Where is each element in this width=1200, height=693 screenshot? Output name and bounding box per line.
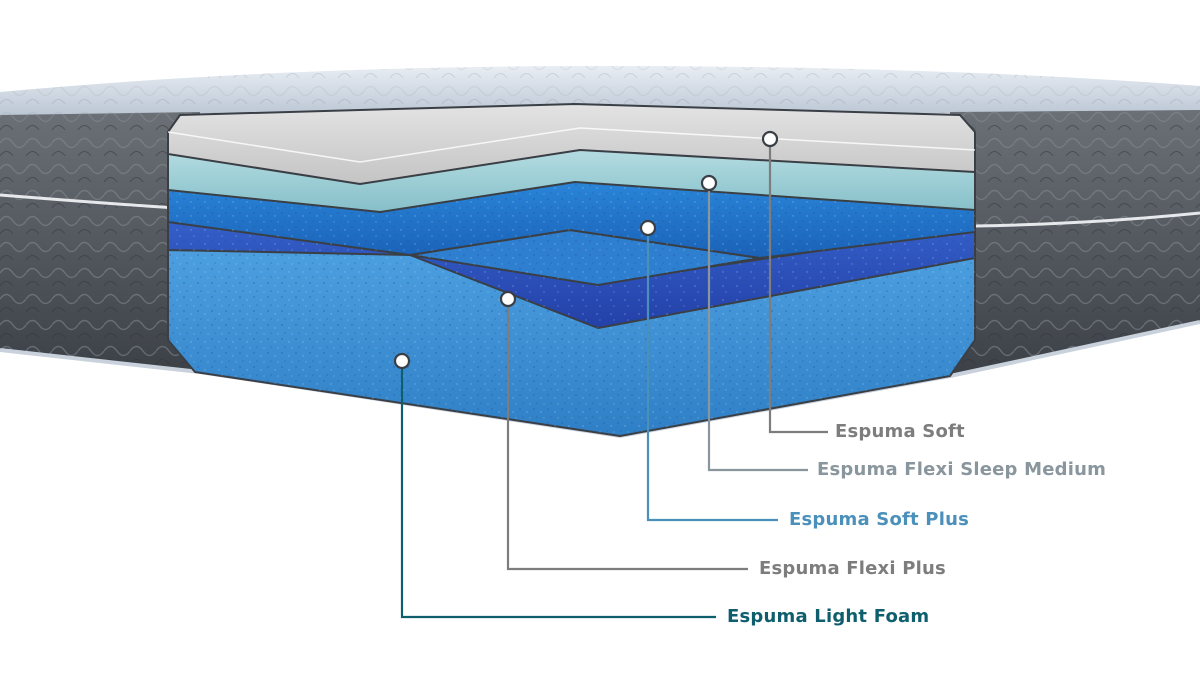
leader-line-light-foam xyxy=(400,368,716,619)
mattress-right-seam xyxy=(974,211,1200,228)
marker-flexi-plus xyxy=(499,290,517,308)
mattress-top-cover-texture xyxy=(0,66,1200,118)
label-espuma-flexi-sleep-medium: Espuma Flexi Sleep Medium xyxy=(817,459,1107,480)
leader-lines xyxy=(400,146,828,619)
marker-soft-plus xyxy=(639,219,657,237)
label-espuma-soft-plus: Espuma Soft Plus xyxy=(789,509,970,530)
leader-line-flexi-plus xyxy=(506,306,748,571)
leader-line-soft xyxy=(768,146,828,434)
label-espuma-light-foam: Espuma Light Foam xyxy=(727,606,930,627)
mattress-left-seam xyxy=(0,193,176,210)
soft-layer xyxy=(167,103,976,185)
label-espuma-soft: Espuma Soft xyxy=(835,421,965,442)
foam-cutout xyxy=(167,103,976,437)
marker-soft xyxy=(761,130,779,148)
leader-line-soft-plus xyxy=(646,235,778,522)
leader-line-flexi-sleep xyxy=(707,190,808,472)
marker-flexi-sleep xyxy=(700,174,718,192)
marker-light-foam xyxy=(393,352,411,370)
label-espuma-flexi-plus: Espuma Flexi Plus xyxy=(759,558,946,579)
leader-markers xyxy=(393,130,779,370)
